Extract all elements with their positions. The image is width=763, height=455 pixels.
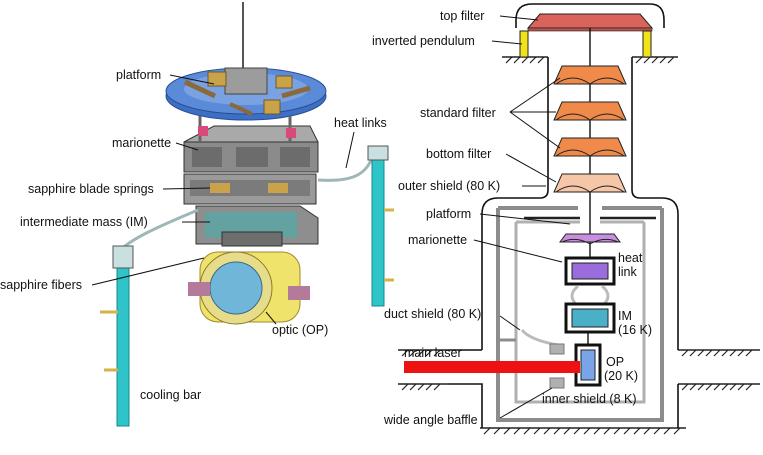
- label-marionette-right: marionette: [408, 233, 467, 247]
- rendered-optic: [188, 251, 310, 325]
- outer-shield-80k: [496, 208, 664, 422]
- label-inverted-pendulum: inverted pendulum: [372, 34, 475, 48]
- rendered-cooling-bar-left: [100, 245, 134, 427]
- schematic: [398, 3, 760, 435]
- label-platform: platform: [116, 68, 161, 82]
- label-heat: heat: [618, 251, 643, 265]
- intermediate-mass: [571, 262, 609, 280]
- label-main-laser: main laser: [404, 346, 462, 360]
- im-mass: [571, 308, 609, 328]
- main-laser: [404, 361, 580, 373]
- label-im-temp: (16 K): [618, 323, 652, 337]
- label-top-filter: top filter: [440, 9, 484, 23]
- standard-filter-2: [553, 101, 627, 121]
- label-link: link: [618, 265, 638, 279]
- ground-hatch: [398, 56, 760, 435]
- heat-link-right: [317, 157, 374, 182]
- rendered-cooling-bar-right: [367, 145, 394, 307]
- label-duct-shield: duct shield (80 K): [384, 307, 481, 321]
- suspension-rendering: [100, 2, 394, 427]
- baffle-upper: [549, 343, 565, 355]
- label-inner-shield: inner shield (8 K): [542, 392, 637, 406]
- inner-shield-8k: [514, 222, 646, 404]
- marionette: [559, 233, 621, 245]
- top-filter: [526, 13, 654, 29]
- label-marionette: marionette: [112, 136, 171, 150]
- label-op-temp: (20 K): [604, 369, 638, 383]
- label-platform-right: platform: [426, 207, 471, 221]
- bottom-filter: [553, 173, 627, 193]
- standard-filter-1: [553, 65, 627, 85]
- top-dome: [515, 3, 665, 28]
- standard-filter-3: [553, 137, 627, 157]
- label-bottom-filter: bottom filter: [426, 147, 491, 161]
- rendered-intermediate-mass: [195, 205, 319, 247]
- label-wide-angle-baffle: wide angle baffle: [383, 413, 478, 427]
- label-sapphire-fibers: sapphire fibers: [0, 278, 82, 292]
- rendered-blade-springs: [183, 173, 317, 205]
- rendered-platform: [165, 67, 327, 121]
- heat-link-loop-3: [520, 328, 559, 347]
- label-cooling-bar: cooling bar: [140, 388, 201, 402]
- label-standard-filter: standard filter: [420, 106, 496, 120]
- vacuum-tank: [448, 57, 679, 428]
- wide-angle-baffle: [549, 377, 565, 389]
- label-intermediate-mass: intermediate mass (IM): [20, 215, 148, 229]
- label-heat-links: heat links: [334, 116, 387, 130]
- inverted-pendulum-right: [642, 30, 652, 58]
- label-outer-shield: outer shield (80 K): [398, 179, 500, 193]
- op-mass: [580, 349, 596, 381]
- label-im: IM: [618, 309, 632, 323]
- label-sapphire-blade-springs: sapphire blade springs: [28, 182, 154, 196]
- rendered-marionette: [183, 116, 319, 173]
- label-op: OP: [606, 355, 624, 369]
- label-optic: optic (OP): [272, 323, 328, 337]
